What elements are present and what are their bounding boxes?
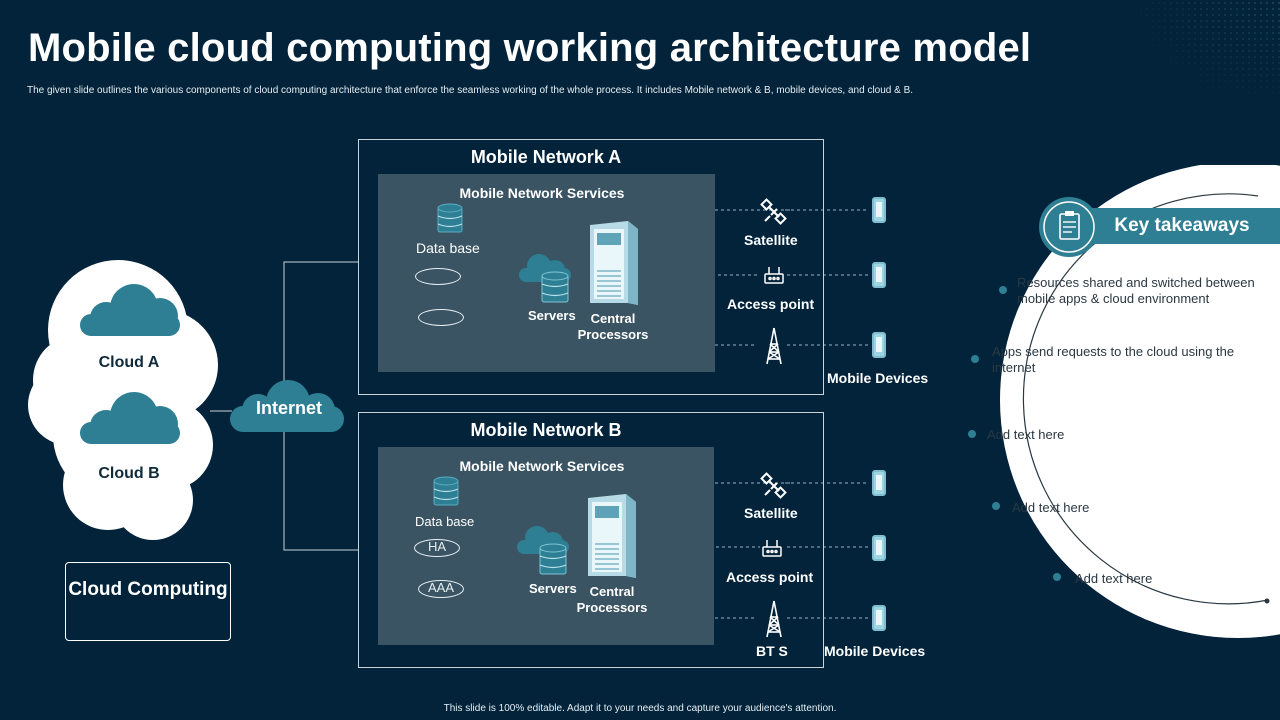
satellite-icon (760, 472, 787, 499)
takeaway-item-4: Add text here (1012, 500, 1090, 515)
network-b-access-point-label: Access point (726, 569, 814, 585)
mobile-device-icon (872, 535, 886, 561)
takeaway-item-2: Apps send requests to the cloud using th… (992, 344, 1235, 375)
takeaway-item-5: Add text here (1075, 571, 1153, 586)
clipboard-icon (1039, 197, 1099, 257)
cloud-a-icon (80, 284, 180, 336)
network-b-mobile-devices-label: Mobile Devices (824, 643, 926, 659)
mobile-device-icon (872, 470, 886, 496)
mobile-device-icon (872, 332, 886, 358)
takeaway-item-1: Resources shared and switched between mo… (1017, 275, 1255, 306)
footer-note: This slide is 100% editable. Adapt it to… (443, 703, 837, 714)
mobile-device-icon (872, 605, 886, 631)
key-takeaways-title: Key takeaways (1114, 215, 1250, 236)
network-a-servers-label: Servers (528, 308, 576, 323)
network-a-mobile-devices-label: Mobile Devices (827, 370, 929, 386)
takeaway-bullet (999, 286, 1007, 294)
network-b-satellite-label: Satellite (744, 505, 798, 521)
central-processor-tower-icon (590, 221, 638, 305)
page-subtitle: The given slide outlines the various com… (27, 85, 914, 96)
mobile-network-b-title: Mobile Network B (470, 420, 622, 440)
access-point-icon (762, 540, 782, 557)
network-b-bts-label: BT S (756, 643, 788, 659)
network-a-services-title: Mobile Network Services (459, 185, 625, 201)
cloud-computing-label: Cloud Computing (68, 579, 228, 600)
takeaway-bullet (968, 430, 976, 438)
takeaway-bullet (992, 502, 1000, 510)
mobile-network-a-title: Mobile Network A (470, 147, 622, 167)
cell-tower-icon (766, 600, 782, 638)
ha-node: HA (414, 539, 460, 557)
network-b-central-processors-label: Central Processors (576, 584, 648, 615)
mobile-network-b-frame (358, 412, 824, 668)
mobile-network-a-frame (358, 139, 824, 395)
page-title: Mobile cloud computing working architect… (28, 26, 1032, 70)
database-icon (433, 476, 459, 506)
cloud-b-icon (80, 392, 180, 444)
takeaway-bullet (971, 355, 979, 363)
network-a-satellite-label: Satellite (744, 232, 798, 248)
network-a-central-processors-label: Central Processors (577, 311, 649, 342)
servers-icon (519, 254, 571, 303)
database-icon (437, 203, 463, 233)
central-processor-tower-icon (588, 494, 636, 578)
dot-pattern-decoration (1120, 0, 1280, 110)
mobile-device-icon (872, 262, 886, 288)
takeaway-item-3: Add text here (987, 427, 1065, 442)
aaa-node: AAA (418, 580, 464, 598)
network-a-access-point-label: Access point (727, 296, 815, 312)
network-b-database-label: Data base (415, 514, 475, 529)
internet-label: Internet (255, 398, 322, 418)
internet-cloud-icon (230, 380, 344, 432)
network-b-servers-label: Servers (529, 581, 577, 596)
network-a-database-label: Data base (416, 240, 480, 256)
access-point-icon (764, 267, 784, 284)
mobile-device-icon (872, 197, 886, 223)
cloud-a-label: Cloud A (98, 354, 160, 371)
cloud-computing-box: Cloud Computing (65, 562, 231, 641)
network-a-ellipse-2 (418, 309, 464, 326)
network-b-services-title: Mobile Network Services (459, 458, 625, 474)
satellite-icon (760, 198, 787, 225)
servers-icon (517, 526, 569, 575)
cell-tower-icon (766, 327, 782, 365)
cloud-b-label: Cloud B (98, 465, 160, 482)
network-a-ellipse-1 (415, 268, 461, 285)
takeaway-bullet (1053, 573, 1061, 581)
key-takeaways-banner (1065, 208, 1280, 244)
